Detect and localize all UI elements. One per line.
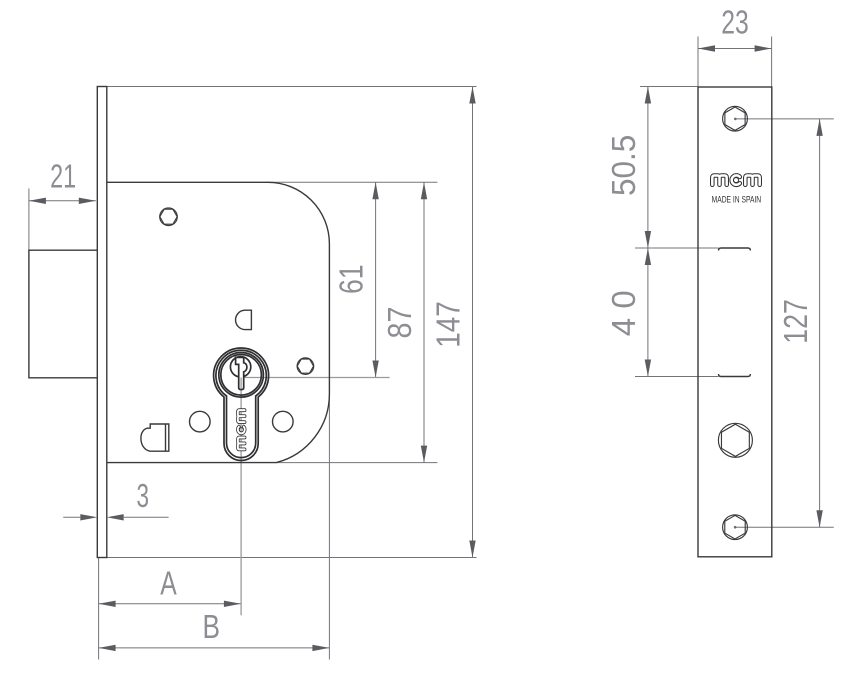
svg-text:147: 147 <box>430 301 467 348</box>
svg-text:87: 87 <box>381 307 418 339</box>
svg-text:50.5: 50.5 <box>605 135 642 196</box>
svg-text:3: 3 <box>137 477 150 514</box>
svg-text:B: B <box>203 608 221 645</box>
svg-text:A: A <box>160 564 177 601</box>
svg-text:61: 61 <box>333 264 370 294</box>
svg-text:127: 127 <box>777 299 814 344</box>
svg-text:23: 23 <box>721 3 749 40</box>
svg-text:21: 21 <box>50 158 76 195</box>
svg-text:MADE IN SPAIN: MADE IN SPAIN <box>712 195 762 205</box>
